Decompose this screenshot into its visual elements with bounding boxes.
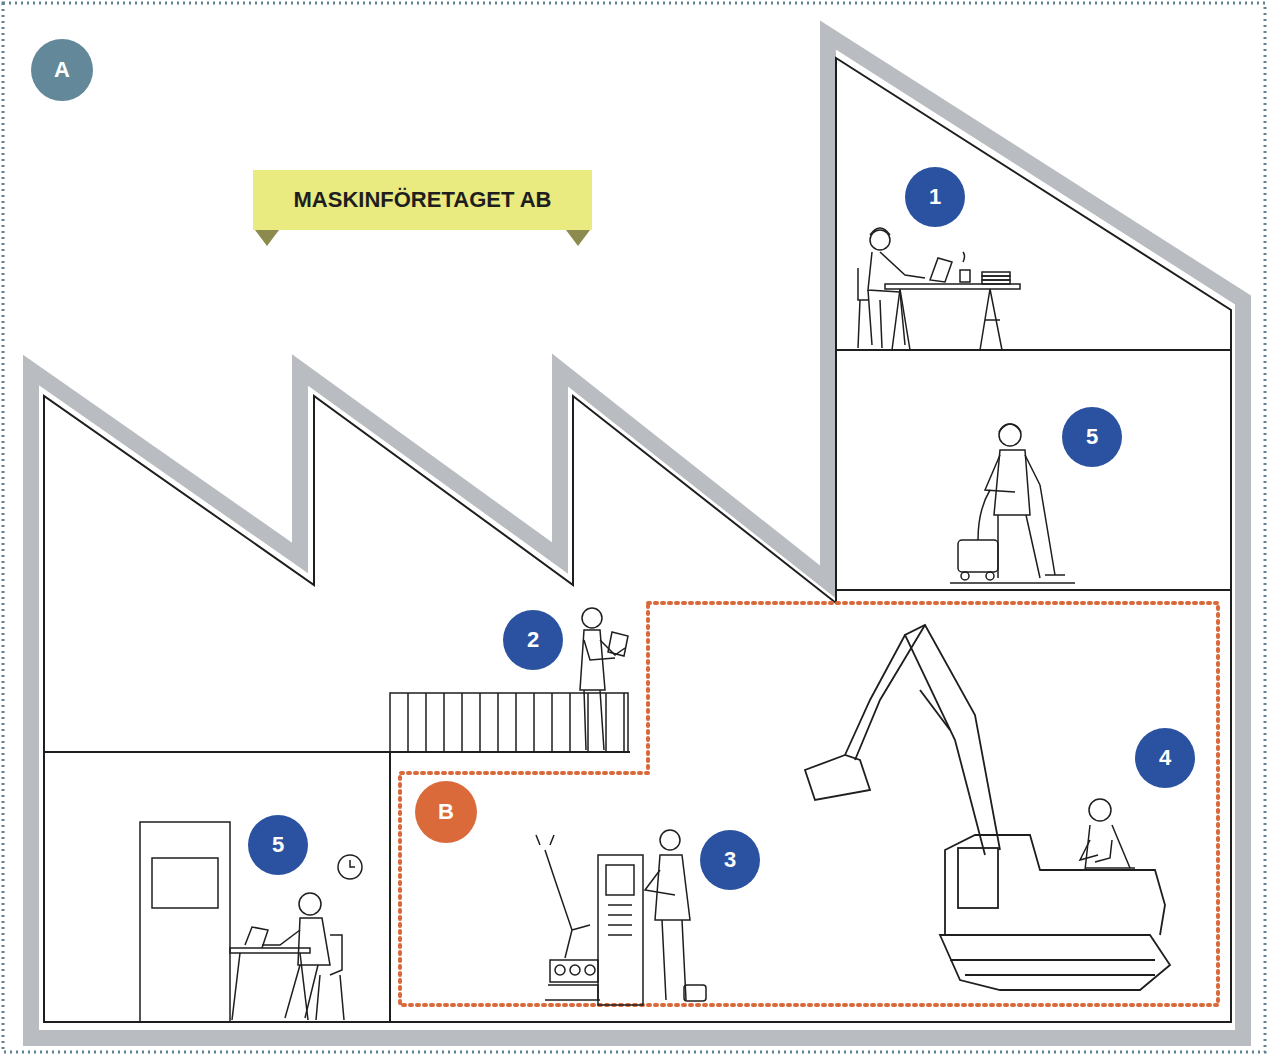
region-marker: B (415, 781, 477, 843)
callout-number: 1 (905, 167, 965, 227)
building-inner-line (44, 58, 1231, 1022)
floors (44, 350, 1231, 1022)
supervisor (580, 608, 628, 750)
building-wall (31, 35, 1243, 1038)
callout-number: 2 (503, 610, 563, 670)
callout-text: 4 (1159, 747, 1171, 769)
region-a-frame (3, 3, 1265, 1052)
callout-number: 4 (1135, 728, 1195, 788)
callout-text: 2 (527, 629, 539, 651)
callout-text: 5 (272, 834, 284, 856)
office-worker (858, 228, 1020, 350)
callout-text: 1 (929, 186, 941, 208)
cleaner (950, 424, 1075, 583)
sign-flap (566, 230, 590, 246)
callout-number: 5 (248, 815, 308, 875)
mechanic (1080, 799, 1135, 870)
callout-number: 5 (1062, 407, 1122, 467)
mezzanine-railing (390, 693, 628, 752)
callout-number: 3 (700, 830, 760, 890)
excavator (805, 625, 1170, 990)
sign-flap (255, 230, 279, 246)
company-sign: MASKINFÖRETAGET AB (253, 170, 592, 230)
robot-technician (536, 830, 706, 1005)
region-b-outline (400, 603, 1218, 1005)
callout-text: 3 (724, 849, 736, 871)
sign-text: MASKINFÖRETAGET AB (294, 189, 552, 211)
callout-text: B (438, 801, 454, 823)
region-marker: A (31, 39, 93, 101)
callout-text: A (54, 59, 70, 81)
callout-text: 5 (1086, 426, 1098, 448)
